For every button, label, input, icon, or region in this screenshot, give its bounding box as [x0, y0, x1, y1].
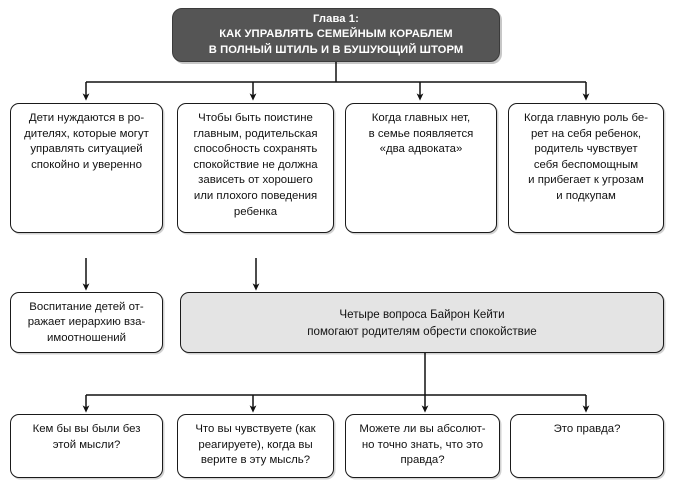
node-upbringing-hierarchy: Воспитание детей от- ражает иерархию вза… [10, 292, 163, 353]
node-text: Чтобы быть поистине главным, родительска… [193, 112, 318, 218]
node-text: Можете ли вы абсолют- но точно знать, чт… [359, 423, 486, 467]
node-text: Когда главных нет, в семье появляется «д… [368, 112, 474, 156]
node-text: Дети нуждаются в ро- дителях, которые мо… [24, 112, 149, 171]
node-question-2: Что вы чувствуете (как реагируете), когд… [177, 414, 334, 478]
node-text: Когда главную роль бе- рет на себя ребен… [523, 112, 649, 202]
node-text: Это правда? [553, 423, 621, 435]
node-text: Четыре вопроса Байрон Кейти помогают род… [307, 308, 537, 338]
node-two-lawyers: Когда главных нет, в семье появляется «д… [345, 103, 497, 233]
node-question-1: Кем бы вы были без этой мысли? [10, 414, 163, 478]
node-text: Что вы чувствуете (как реагируете), когд… [195, 423, 316, 467]
node-four-questions: Четыре вопроса Байрон Кейти помогают род… [180, 292, 664, 353]
node-text: Кем бы вы были без этой мысли? [32, 423, 141, 451]
node-child-takes-lead: Когда главную роль бе- рет на себя ребен… [508, 103, 664, 233]
node-truly-in-charge: Чтобы быть поистине главным, родительска… [177, 103, 334, 233]
node-question-4: Это правда? [510, 414, 664, 478]
chapter-header-text: Глава 1: КАК УПРАВЛЯТЬ СЕМЕЙНЫМ КОРАБЛЕМ… [208, 13, 464, 56]
connector-header-to-row2 [82, 62, 590, 101]
connector-fourquestions-to-questions [82, 353, 590, 413]
chapter-header-box: Глава 1: КАК УПРАВЛЯТЬ СЕМЕЙНЫМ КОРАБЛЕМ… [172, 8, 500, 62]
node-text: Воспитание детей от- ражает иерархию вза… [27, 300, 146, 344]
node-children-need-parents: Дети нуждаются в ро- дителях, которые мо… [10, 103, 163, 233]
node-question-3: Можете ли вы абсолют- но точно знать, чт… [345, 414, 500, 478]
